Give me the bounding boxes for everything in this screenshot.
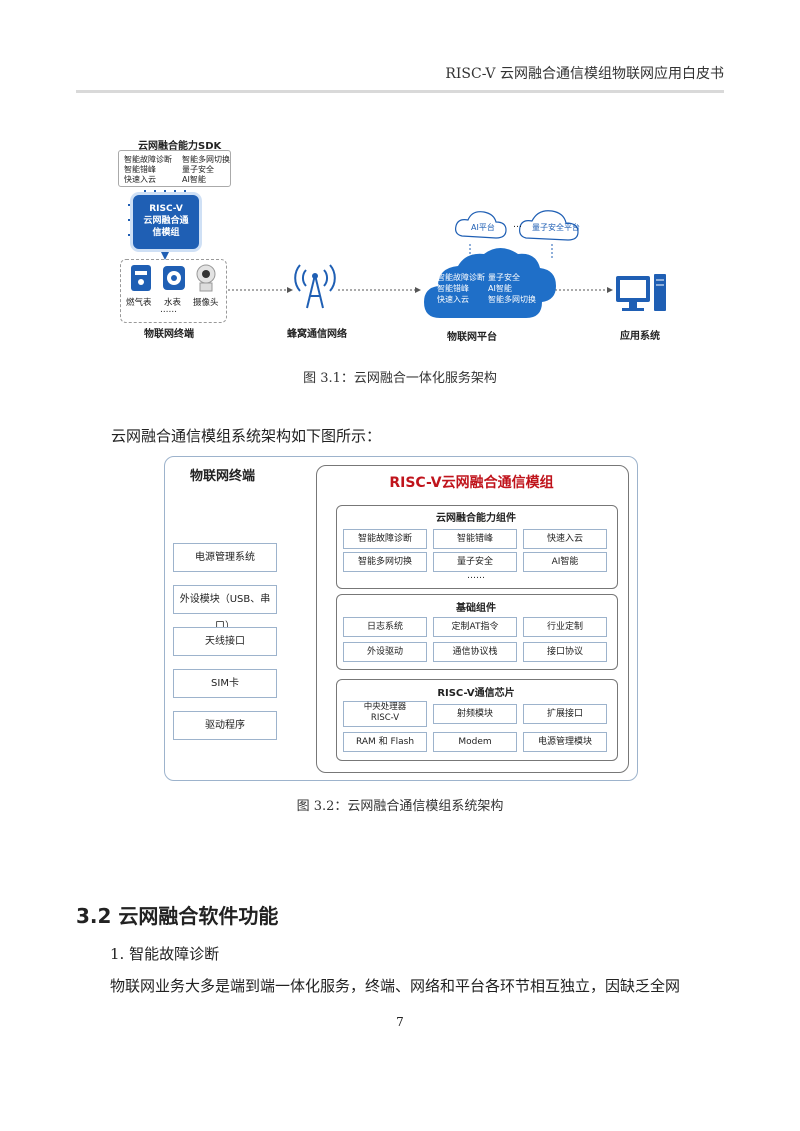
left-item: SIM卡	[173, 669, 277, 698]
terminal-label: 物联网终端	[144, 329, 194, 340]
running-header: RISC-V 云网融合通信模组物联网应用白皮书	[445, 66, 724, 82]
group-cell: 快速入云	[523, 529, 607, 549]
water-meter-label: 水表	[164, 298, 182, 308]
terminal-group-box	[120, 259, 227, 323]
group-cell: 定制AT指令	[433, 617, 517, 637]
figure1-caption: 图 3.1：云网融合一体化服务架构	[303, 371, 497, 386]
figure2-frame	[164, 456, 638, 781]
group-cell: 中央处理器 RISC-V	[343, 701, 427, 727]
sdk-item: 智能故障诊断	[124, 155, 172, 164]
group-cell: 智能多网切换	[343, 552, 427, 572]
group-cell: Modem	[433, 732, 517, 752]
group-cell: 智能故障诊断	[343, 529, 427, 549]
risc-v-chip: RISC-V 云网融合通 信模组	[133, 195, 199, 249]
module-frame	[316, 465, 629, 773]
figure2-caption: 图 3.2：云网融合通信模组系统架构	[296, 799, 504, 814]
cloud-item: 智能故障诊断	[437, 273, 485, 282]
network-label: 蜂窝通信网络	[287, 329, 347, 340]
group-cell: 接口协议	[523, 642, 607, 662]
intro-text: 云网融合通信模组系统架构如下图所示：	[111, 427, 382, 445]
group-title: 云网融合能力组件	[436, 513, 516, 524]
sdk-item: 量子安全	[182, 165, 214, 174]
chip-line: RISC-V	[149, 204, 183, 214]
chip-line: 云网融合通	[143, 216, 189, 226]
ai-platform-label: AI平台	[471, 223, 495, 232]
left-item: 驱动程序	[173, 711, 277, 740]
cloud-item: 快速入云	[437, 295, 469, 304]
left-item: 外设模块（USB、串口）	[173, 585, 277, 632]
figure1-connectors	[128, 190, 666, 318]
camera-label: 摄像头	[193, 298, 219, 308]
sdk-item: 智能错峰	[124, 165, 156, 174]
group-cell: 行业定制	[523, 617, 607, 637]
base-group	[336, 594, 618, 670]
gas-meter-label: 燃气表	[126, 298, 152, 308]
cloud-dots: …	[513, 220, 522, 230]
capability-group	[336, 505, 618, 589]
module-title: RISC-V云网融合通信模组	[389, 475, 554, 491]
group-cell: 外设驱动	[343, 642, 427, 662]
group-cell: AI智能	[523, 552, 607, 572]
group-cell: 射频模块	[433, 704, 517, 724]
group-cell: 量子安全	[433, 552, 517, 572]
terminal-more: ……	[160, 305, 177, 315]
body-paragraph: 物联网业务大多是端到端一体化服务，终端、网络和平台各环节相互独立，因缺乏全网	[110, 977, 681, 995]
group-more: ……	[467, 571, 485, 581]
sdk-item: AI智能	[182, 175, 206, 184]
cloud-item: AI智能	[488, 284, 512, 293]
subsection-heading: 1. 智能故障诊断	[110, 945, 220, 963]
section-heading: 3.2 云网融合软件功能	[76, 904, 279, 928]
page-number: 7	[396, 1015, 404, 1029]
cloud-item: 智能多网切换	[488, 295, 536, 304]
sdk-item: 智能多网切换	[182, 155, 230, 164]
group-cell: RAM 和 Flash	[343, 732, 427, 752]
platform-label: 物联网平台	[447, 332, 497, 343]
sdk-title: 云网融合能力SDK	[138, 141, 222, 152]
sdk-box	[118, 150, 231, 187]
group-cell: 电源管理模块	[523, 732, 607, 752]
chip-line: 信模组	[152, 228, 180, 238]
group-title: RISC-V通信芯片	[437, 688, 515, 699]
group-cell: 日志系统	[343, 617, 427, 637]
left-item: 天线接口	[173, 627, 277, 656]
group-cell: 扩展接口	[523, 704, 607, 724]
chip-group	[336, 679, 618, 761]
app-system-label: 应用系统	[620, 331, 660, 342]
group-cell: 通信协议栈	[433, 642, 517, 662]
header-rule	[76, 90, 724, 93]
cloud-item: 量子安全	[488, 273, 520, 282]
group-title: 基础组件	[456, 603, 496, 614]
terminal-title: 物联网终端	[190, 469, 256, 484]
quantum-platform-label: 量子安全平台	[532, 223, 580, 232]
cloud-item: 智能错峰	[437, 284, 469, 293]
group-cell: 智能错峰	[433, 529, 517, 549]
sdk-item: 快速入云	[124, 175, 156, 184]
left-item: 电源管理系统	[173, 543, 277, 572]
